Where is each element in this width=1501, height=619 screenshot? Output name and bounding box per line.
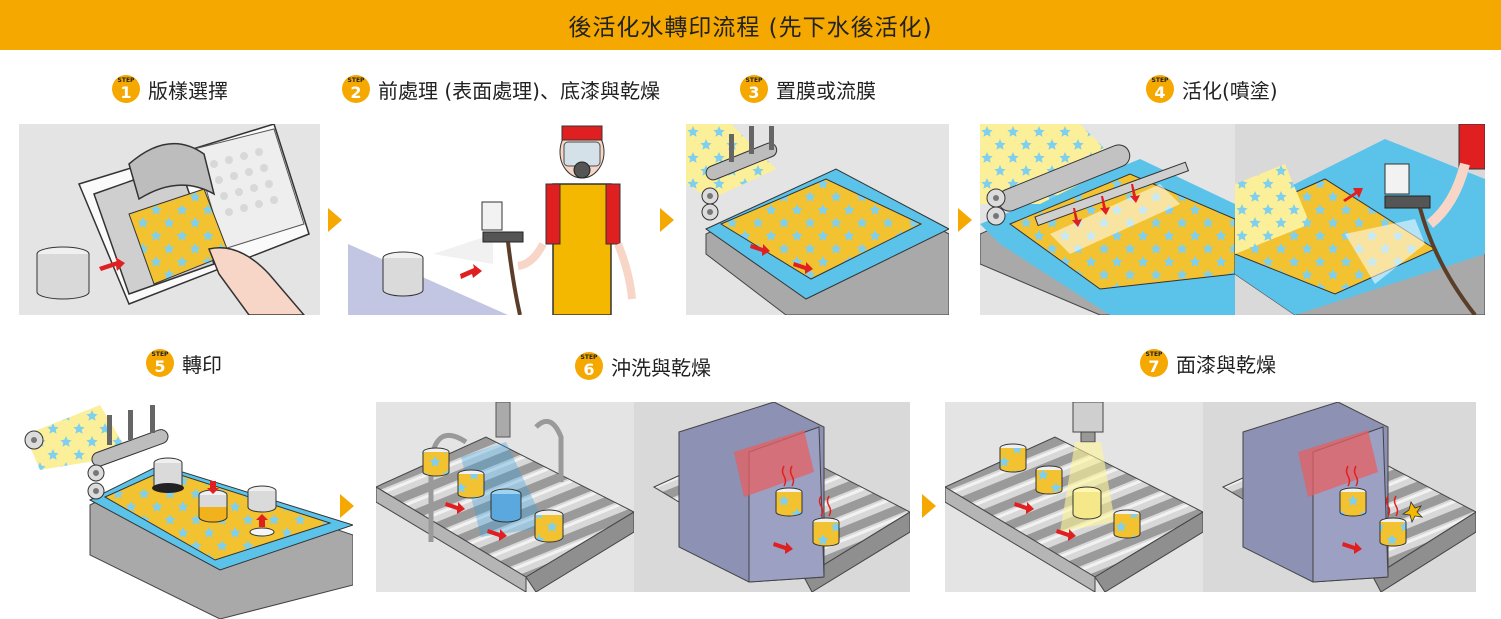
- step-7-illustration-b: [1203, 402, 1476, 592]
- step-6-illustration-a: [376, 402, 634, 592]
- step-4-illustration-b: [1235, 124, 1485, 315]
- step-3-illustration: [686, 124, 949, 315]
- page-title: 後活化水轉印流程 (先下水後活化): [568, 15, 933, 41]
- step-2-illustration: [348, 124, 649, 315]
- step-title: 置膜或流膜: [776, 78, 876, 103]
- step-title: 轉印: [182, 352, 222, 377]
- flow-arrow-icon: [660, 208, 674, 232]
- step-title: 版樣選擇: [148, 78, 228, 103]
- step-7-illustration-a: [945, 402, 1203, 592]
- flow-arrow-icon: [922, 494, 936, 518]
- title-banner: 後活化水轉印流程 (先下水後活化): [0, 0, 1501, 50]
- step-5-illustration: [20, 395, 353, 619]
- step-title: 沖洗與乾燥: [611, 355, 711, 380]
- step-title: 面漆與乾燥: [1176, 352, 1276, 377]
- step-1-illustration: [19, 124, 320, 315]
- flow-arrow-icon: [958, 208, 972, 232]
- step-6-illustration-b: [634, 402, 910, 592]
- flow-arrow-icon: [328, 208, 342, 232]
- step-4-illustration-a: [980, 124, 1235, 315]
- flow-arrow-icon: [340, 494, 354, 518]
- step-title: 前處理 (表面處理)、底漆與乾燥: [378, 78, 660, 103]
- step-title: 活化(噴塗): [1182, 78, 1278, 103]
